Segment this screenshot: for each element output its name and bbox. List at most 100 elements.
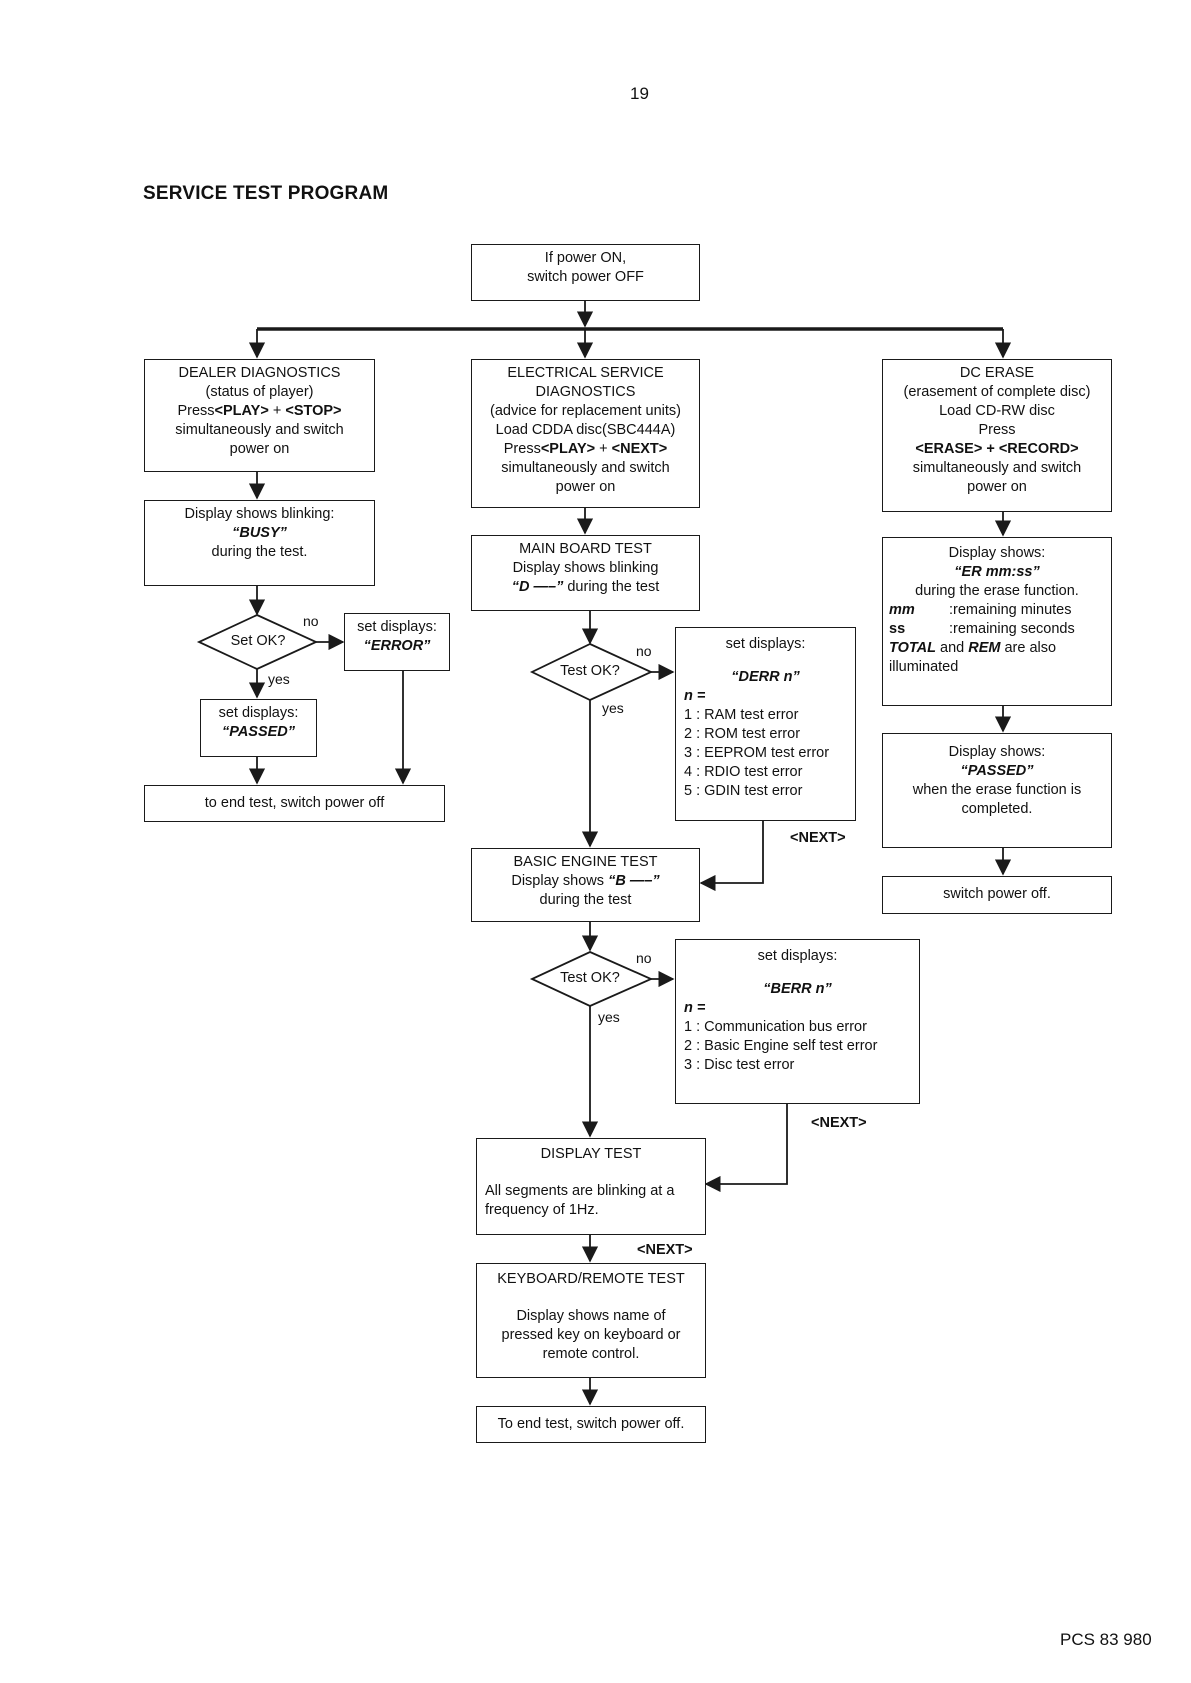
berr-error-3: 3 : Disc test error: [684, 1057, 795, 1073]
electrical-line-3: (advice for replacement units): [490, 403, 681, 419]
berr-n-label: n =: [684, 1000, 706, 1016]
dc-erase-box: DC ERASE (erasement of complete disc) Lo…: [882, 359, 1112, 512]
electrical-line-4: Load CDDA disc(SBC444A): [495, 422, 676, 438]
busy-value: “BUSY”: [232, 525, 287, 541]
dealer-yes-label: yes: [268, 671, 290, 687]
basic-engine-line-3: during the test: [539, 892, 632, 908]
main-board-no-label: no: [636, 643, 652, 659]
dc-erase-key-record: <RECORD>: [998, 441, 1079, 457]
electrical-title-2: DIAGNOSTICS: [535, 384, 636, 400]
derr-error-2: 2 : ROM test error: [684, 726, 801, 742]
dc-erase-end-box: switch power off.: [882, 876, 1112, 914]
basic-engine-title: BASIC ENGINE TEST: [513, 854, 658, 870]
dealer-plus: +: [268, 403, 286, 419]
start-line-2: switch power OFF: [527, 269, 644, 285]
electrical-key-next: <NEXT>: [611, 441, 668, 457]
dealer-end-text: to end test, switch power off: [204, 795, 385, 811]
busy-line-1: Display shows blinking:: [184, 506, 335, 522]
main-board-next-label: <NEXT>: [790, 830, 846, 846]
display-test-box: DISPLAY TEST All segments are blinking a…: [476, 1138, 706, 1235]
dealer-no-label: no: [303, 613, 319, 629]
dealer-line-4: simultaneously and switch: [175, 422, 344, 438]
dc-mm-key: mm: [889, 602, 915, 618]
keyboard-remote-test-box: KEYBOARD/REMOTE TEST Display shows name …: [476, 1263, 706, 1378]
dealer-error-box: set displays: “ERROR”: [344, 613, 450, 671]
electrical-plus: +: [595, 441, 612, 457]
main-board-title: MAIN BOARD TEST: [519, 541, 652, 557]
main-board-line-2: Display shows blinking: [512, 560, 659, 576]
dc-show-line-3: during the erase function.: [915, 583, 1079, 599]
keyboard-line-3: pressed key on keyboard or: [501, 1327, 681, 1343]
basic-engine-next-label: <NEXT>: [811, 1115, 867, 1131]
main-board-decision: Test OK?: [560, 663, 620, 679]
dc-erase-line-4: Press: [978, 422, 1016, 438]
berr-error-2: 2 : Basic Engine self test error: [684, 1038, 878, 1054]
page-number: 19: [630, 84, 649, 103]
basic-engine-display-value: “B —–”: [608, 873, 660, 889]
dc-ss-desc: :remaining seconds: [949, 621, 1075, 637]
basic-engine-test-box: BASIC ENGINE TEST Display shows “B —–” d…: [471, 848, 700, 922]
dc-erase-title: DC ERASE: [959, 365, 1035, 381]
dealer-key-stop: <STOP>: [285, 403, 342, 419]
display-test-next-label: <NEXT>: [637, 1242, 693, 1258]
dc-passed-line-4: completed.: [961, 801, 1033, 817]
display-test-line-2: All segments are blinking at a: [485, 1183, 675, 1199]
main-board-line-3: during the test: [563, 579, 660, 595]
dc-erase-line-6: simultaneously and switch: [912, 460, 1082, 476]
electrical-title-1: ELECTRICAL SERVICE: [507, 365, 664, 381]
keyboard-line-4: remote control.: [542, 1346, 640, 1362]
final-end-text: To end test, switch power off.: [497, 1416, 685, 1432]
display-test-title: DISPLAY TEST: [540, 1146, 642, 1162]
main-board-error-box: set displays: “DERR n” n = 1 : RAM test …: [675, 627, 856, 821]
derr-error-4: 4 : RDIO test error: [684, 764, 803, 780]
dc-erase-line-7: power on: [967, 479, 1027, 495]
dc-erase-plus: +: [982, 441, 999, 457]
dealer-press: Press: [177, 403, 215, 419]
main-board-yes-label: yes: [602, 700, 624, 716]
electrical-line-6: simultaneously and switch: [501, 460, 670, 476]
busy-line-3: during the test.: [211, 544, 308, 560]
document-code: PCS 83 980: [1060, 1630, 1152, 1649]
electrical-line-7: power on: [555, 479, 616, 495]
error-line-1: set displays:: [357, 619, 437, 635]
main-board-display-value: “D —–”: [511, 579, 564, 595]
derr-value: “DERR n”: [731, 669, 800, 685]
dc-show-title: Display shows:: [948, 545, 1046, 561]
error-value: “ERROR”: [363, 638, 431, 654]
basic-engine-error-box: set displays: “BERR n” n = 1 : Communica…: [675, 939, 920, 1104]
derr-error-3: 3 : EEPROM test error: [684, 745, 830, 761]
berr-error-1: 1 : Communication bus error: [684, 1019, 867, 1035]
basic-engine-yes-label: yes: [598, 1009, 620, 1025]
dc-show-value: “ER mm:ss”: [954, 564, 1040, 580]
passed-line-1: set displays:: [218, 705, 299, 721]
dealer-diagnostics-box: DEALER DIAGNOSTICS (status of player) Pr…: [144, 359, 375, 472]
dc-ss-key: ss: [889, 621, 906, 637]
dc-erase-passed-box: Display shows: “PASSED” when the erase f…: [882, 733, 1112, 848]
dc-illuminated: illuminated: [889, 659, 959, 675]
keyboard-line-2: Display shows name of: [516, 1308, 666, 1324]
start-line-1: If power ON,: [544, 250, 627, 266]
dealer-decision: Set OK?: [230, 633, 286, 649]
basic-engine-line-2: Display shows: [511, 873, 609, 889]
basic-engine-decision: Test OK?: [560, 970, 620, 986]
dc-total: TOTAL: [889, 640, 936, 656]
page-title: SERVICE TEST PROGRAM: [143, 183, 389, 204]
berr-title: set displays:: [757, 948, 838, 964]
final-end-box: To end test, switch power off.: [476, 1406, 706, 1443]
start-box: If power ON, switch power OFF: [471, 244, 700, 301]
dc-erase-display-box: Display shows: “ER mm:ss” during the era…: [882, 537, 1112, 706]
dealer-busy-box: Display shows blinking: “BUSY” during th…: [144, 500, 375, 586]
dealer-line-5: power on: [229, 441, 290, 457]
electrical-key-play: <PLAY>: [540, 441, 596, 457]
dc-erase-key-erase: <ERASE>: [915, 441, 983, 457]
berr-value: “BERR n”: [763, 981, 832, 997]
dc-passed-line-3: when the erase function is: [912, 782, 1082, 798]
passed-value: “PASSED”: [221, 724, 296, 740]
dc-and: and: [935, 640, 969, 656]
keyboard-title: KEYBOARD/REMOTE TEST: [497, 1271, 685, 1287]
derr-error-5: 5 : GDIN test error: [684, 783, 803, 799]
basic-engine-no-label: no: [636, 950, 652, 966]
dc-erase-line-2: (erasement of complete disc): [903, 384, 1091, 400]
derr-error-1: 1 : RAM test error: [684, 707, 799, 723]
